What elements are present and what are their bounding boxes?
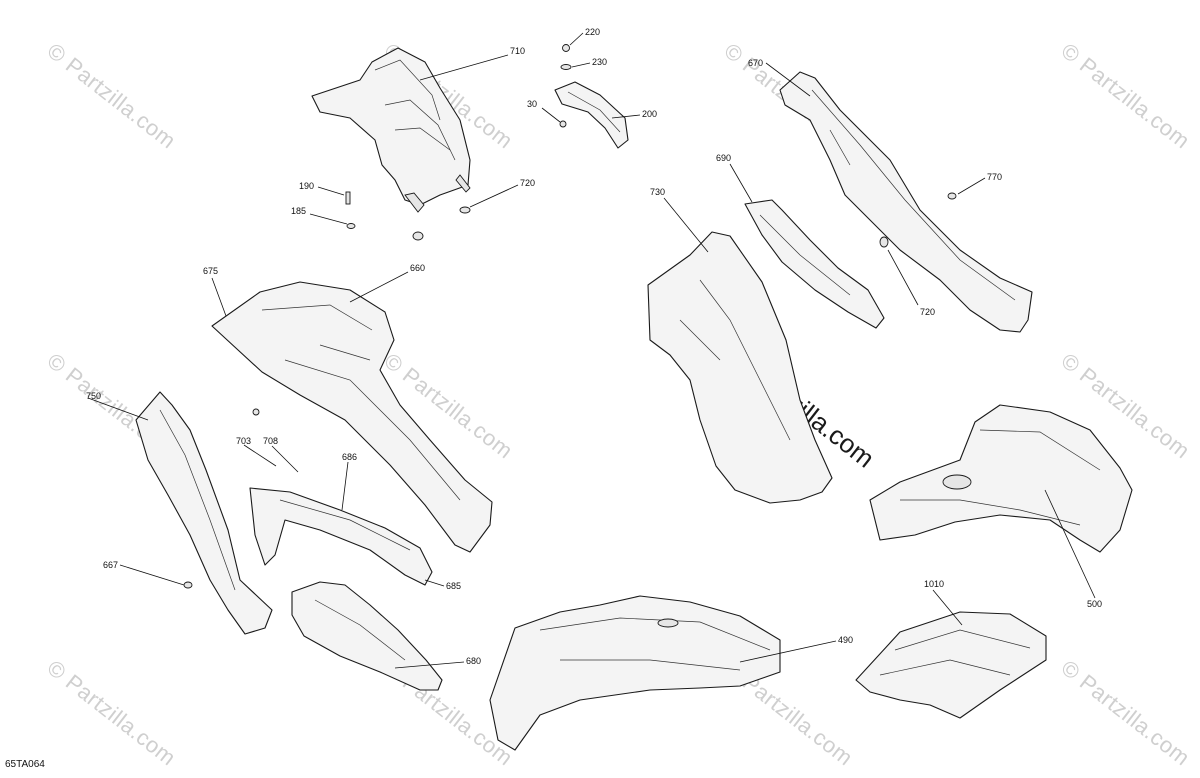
callout-750: 750 <box>86 391 101 401</box>
callout-30: 30 <box>527 99 537 109</box>
part-670-side-panel <box>779 71 1033 333</box>
callout-685: 685 <box>446 581 461 591</box>
leader-lines <box>87 32 1096 669</box>
part-710-panel <box>311 47 471 213</box>
part-750-side-trim <box>135 391 273 635</box>
part-1010-carrier <box>855 611 1047 719</box>
callout-230: 230 <box>592 57 607 67</box>
callout-1010: 1010 <box>924 579 944 589</box>
part-690-trim <box>744 199 885 329</box>
callout-490: 490 <box>838 635 853 645</box>
callout-708: 708 <box>263 436 278 446</box>
callout-675: 675 <box>203 266 218 276</box>
part-500-rear-fender <box>869 404 1133 553</box>
callout-690: 690 <box>716 153 731 163</box>
callout-220: 220 <box>585 27 600 37</box>
callout-200: 200 <box>642 109 657 119</box>
document-code: 65TA064 <box>5 759 45 770</box>
callout-703: 703 <box>236 436 251 446</box>
callout-660: 660 <box>410 263 425 273</box>
callout-730: 730 <box>650 187 665 197</box>
part-680-lower-panel <box>183 581 443 691</box>
callout-686: 686 <box>342 452 357 462</box>
part-686-trim <box>249 487 433 586</box>
callout-185: 185 <box>291 206 306 216</box>
callout-680: 680 <box>466 656 481 666</box>
part-200-bracket <box>554 44 629 149</box>
part-730-inner-panel <box>647 231 833 504</box>
callout-190: 190 <box>299 181 314 191</box>
hardware-190-185-720 <box>345 191 471 241</box>
callout-710: 710 <box>510 46 525 56</box>
callout-670: 670 <box>748 58 763 68</box>
callout-770: 770 <box>987 172 1002 182</box>
callout-667: 667 <box>103 560 118 570</box>
callout-720-right: 720 <box>920 307 935 317</box>
callout-500: 500 <box>1087 599 1102 609</box>
callout-labels: 710 220 230 30 200 190 185 720 670 690 7… <box>86 27 1102 666</box>
callout-720-top: 720 <box>520 178 535 188</box>
part-490-fender <box>489 595 781 751</box>
part-660-large-panel <box>211 281 493 553</box>
